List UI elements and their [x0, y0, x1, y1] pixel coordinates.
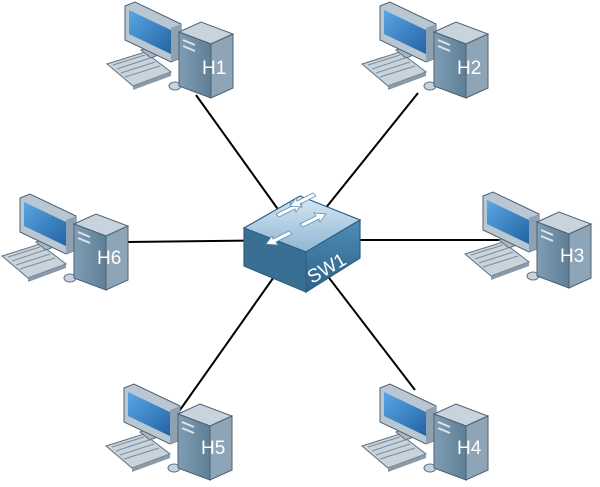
host-label: H3: [560, 246, 584, 267]
switch-sw1[interactable]: SW1: [242, 192, 362, 294]
host-h4[interactable]: H4: [361, 383, 489, 481]
desktop-computer-icon: [1, 193, 129, 291]
network-switch-icon: [242, 192, 362, 294]
host-h2[interactable]: H2: [361, 1, 489, 99]
host-h5[interactable]: H5: [105, 383, 233, 481]
host-h6[interactable]: H6: [1, 193, 129, 291]
host-h1[interactable]: H1: [106, 1, 234, 99]
host-label: H2: [457, 58, 481, 79]
desktop-computer-icon: [361, 383, 489, 481]
host-h3[interactable]: H3: [464, 191, 592, 289]
host-label: H6: [97, 248, 121, 269]
desktop-computer-icon: [105, 383, 233, 481]
host-label: H5: [201, 438, 225, 459]
desktop-computer-icon: [361, 1, 489, 99]
host-label: H4: [457, 438, 482, 459]
desktop-computer-icon: [106, 1, 234, 99]
host-label: H1: [202, 58, 226, 79]
